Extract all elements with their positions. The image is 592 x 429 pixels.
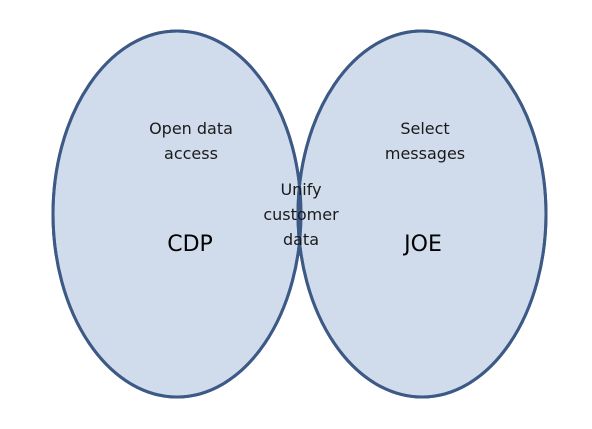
- intersection-line2: customer: [263, 205, 339, 224]
- left-set-description-line1: Open data: [149, 119, 233, 138]
- right-set-description-line1: Select: [400, 119, 449, 138]
- left-set-outline: [51, 29, 303, 399]
- intersection-line1: Unify: [280, 180, 321, 199]
- right-set-description-line2: messages: [385, 144, 465, 163]
- right-set-outline: [296, 29, 548, 399]
- left-set-name: CDP: [167, 232, 213, 257]
- right-set-name: JOE: [402, 232, 442, 257]
- intersection-line3: data: [283, 230, 319, 249]
- left-set-description-line2: access: [164, 144, 218, 163]
